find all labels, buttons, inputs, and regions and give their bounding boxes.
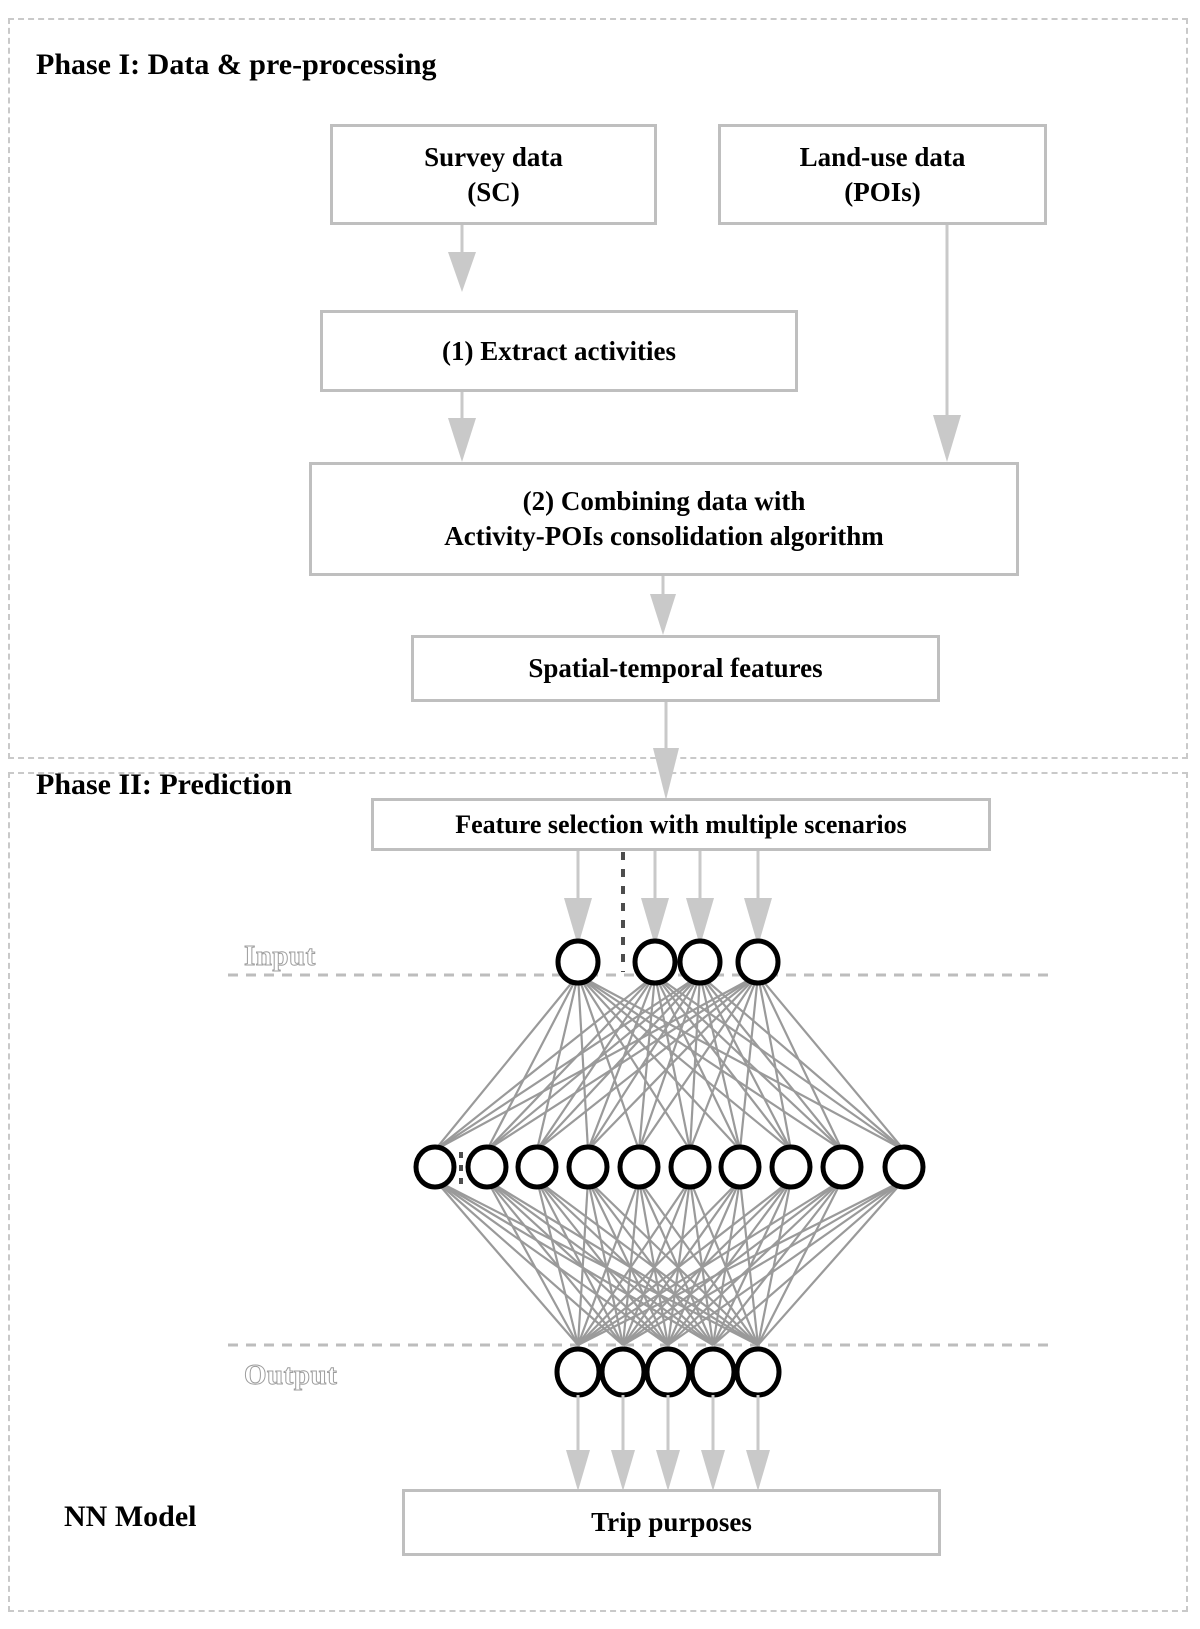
trip-purposes-label: Trip purposes	[591, 1507, 752, 1538]
box-combining-data[interactable]: (2) Combining data with Activity-POIs co…	[309, 462, 1019, 576]
extract-activities-label: (1) Extract activities	[442, 335, 676, 366]
survey-data-line1: Survey data	[424, 141, 563, 172]
input-layer-label: Input	[244, 940, 316, 973]
phase-1-title: Phase I: Data & pre-processing	[36, 48, 437, 81]
survey-data-line2: (SC)	[467, 176, 520, 207]
feature-selection-label: Feature selection with multiple scenario…	[455, 809, 907, 839]
land-use-data-line2: (POIs)	[844, 176, 921, 207]
land-use-data-line1: Land-use data	[799, 141, 966, 172]
box-spatial-temporal-features[interactable]: Spatial-temporal features	[411, 635, 940, 702]
spatial-temporal-label: Spatial-temporal features	[528, 653, 823, 684]
box-extract-activities[interactable]: (1) Extract activities	[320, 310, 798, 392]
nn-model-label: NN Model	[64, 1500, 197, 1533]
box-trip-purposes[interactable]: Trip purposes	[402, 1489, 941, 1556]
box-survey-data[interactable]: Survey data (SC)	[330, 124, 657, 225]
phase-2-frame	[8, 772, 1188, 1612]
combining-data-line2: Activity-POIs consolidation algorithm	[444, 521, 884, 551]
box-feature-selection[interactable]: Feature selection with multiple scenario…	[371, 798, 991, 851]
box-land-use-data[interactable]: Land-use data (POIs)	[718, 124, 1047, 225]
combining-data-line1: (2) Combining data with	[522, 486, 806, 517]
phase-1-frame	[8, 18, 1188, 759]
phase-2-title: Phase II: Prediction	[36, 768, 293, 801]
output-layer-label: Output	[243, 1359, 338, 1392]
